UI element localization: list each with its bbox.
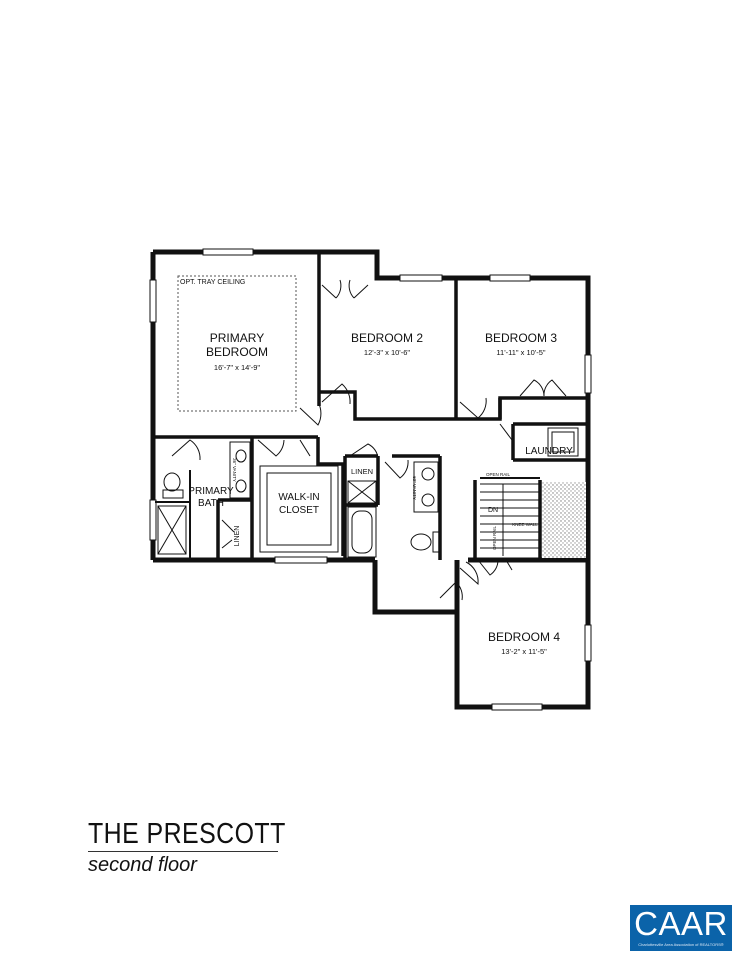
hall-vanity-label: 60" VANITY	[412, 476, 417, 500]
stair-down-label: DN	[488, 507, 498, 514]
linen-bath-label: LINEN	[234, 526, 241, 547]
primary-bath-label-1: PRIMARY	[188, 486, 234, 497]
bedroom3-size: 11'-11" x 10'-5"	[496, 348, 546, 357]
open-rail-top-label: OPEN RAIL	[486, 472, 511, 477]
plan-title: THE PRESCOTT	[88, 818, 286, 850]
primary-bedroom-size: 16'-7" x 14'-9"	[214, 363, 260, 372]
bedroom3-label: BEDROOM 3	[485, 331, 557, 345]
windows	[149, 248, 592, 711]
walkin-closet-inner	[266, 472, 332, 546]
tray-ceiling-outline	[177, 275, 297, 412]
primary-bedroom-label-2: BEDROOM	[206, 345, 268, 359]
linen-hall-label: LINEN	[351, 467, 373, 476]
walkin-closet-label-1: WALK-IN	[278, 492, 319, 503]
plan-subtitle: second floor	[88, 854, 197, 876]
title-block: THE PRESCOTT second floor	[88, 818, 318, 876]
open-to-below-area	[542, 482, 586, 558]
fixtures	[157, 427, 579, 558]
walkin-closet-shelf	[259, 465, 339, 553]
primary-bath-label-2: BATH	[198, 498, 224, 509]
bedroom4-size: 13'-2" x 11'-5"	[501, 647, 547, 656]
title-underline	[88, 851, 278, 852]
bedroom2-label: BEDROOM 2	[351, 331, 423, 345]
knee-wall-label: KNEE WALL	[512, 522, 538, 527]
bedroom2-size: 12'-3" x 10'-6"	[364, 348, 410, 357]
open-rail-side-label: OPEN RAIL	[492, 526, 497, 551]
caar-logo: CAAR Charlottesville Area Association of…	[630, 905, 732, 951]
primary-bedroom-label-1: PRIMARY	[210, 331, 264, 345]
laundry-label: LAUNDRY	[525, 446, 573, 457]
door-swings	[171, 279, 567, 601]
caar-logo-text: CAAR	[634, 905, 728, 942]
primary-vanity-label: 36" VANITY	[232, 458, 237, 482]
tray-ceiling-label: OPT. TRAY CEILING	[180, 279, 245, 286]
bath-partition	[155, 470, 191, 560]
walkin-closet-label-2: CLOSET	[279, 505, 319, 516]
caar-logo-subtext: Charlottesville Area Association of REAL…	[638, 942, 724, 947]
floor-plan: OPT. TRAY CEILING PRIMARY BEDROOM 16'-7"…	[149, 248, 592, 711]
bedroom4-label: BEDROOM 4	[488, 630, 560, 644]
interior-walls	[153, 252, 588, 560]
